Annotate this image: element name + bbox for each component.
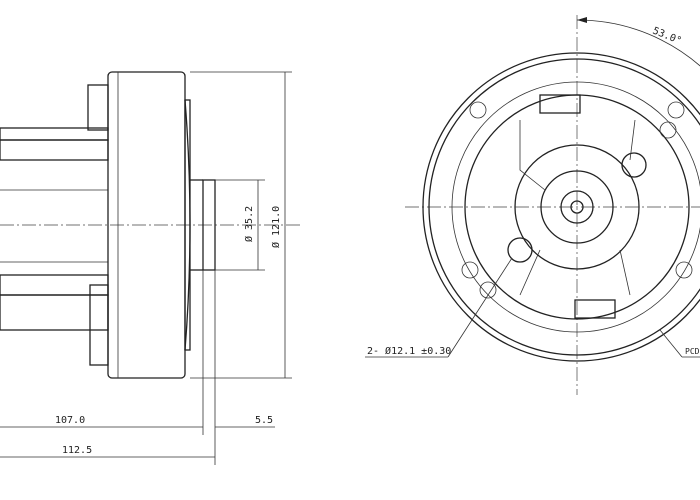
dim-outer-diameter: Ø 121.0 xyxy=(270,206,282,248)
side-view: Ø 35.2 Ø 121.0 107.0 5.5 112.5 xyxy=(0,71,300,465)
hole-callout: 2- Ø12.1 ±0.30 xyxy=(367,345,451,357)
dim-angle: 53.0° xyxy=(651,26,683,47)
dim-shaft-offset: 5.5 xyxy=(255,415,273,426)
front-view: 53.0° 2- Ø12.1 ±0.30 PCD xyxy=(365,15,700,395)
pcd-label: PCD xyxy=(685,347,700,356)
dim-bore-diameter: Ø 35.2 xyxy=(243,206,255,242)
dim-length-body: 107.0 xyxy=(55,415,85,426)
dim-total-length: 112.5 xyxy=(62,445,92,456)
